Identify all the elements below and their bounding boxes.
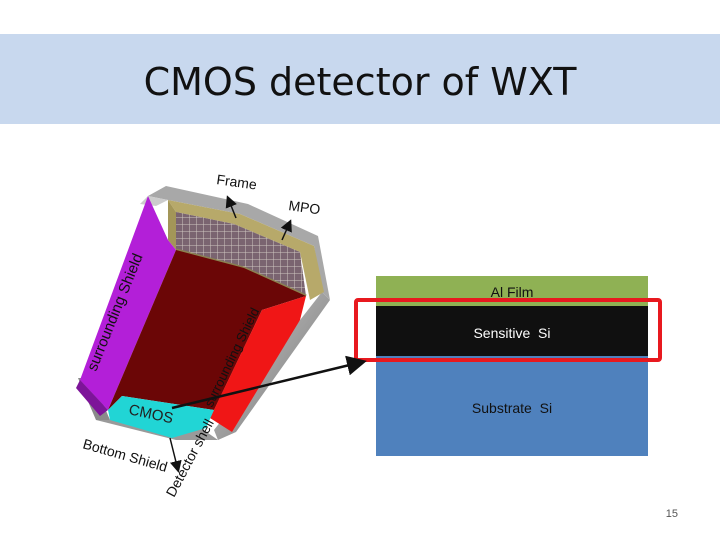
cmos-sensor xyxy=(108,396,214,438)
frame xyxy=(168,200,324,300)
inner-surrounding-shield xyxy=(210,296,306,432)
page-number: 15 xyxy=(665,508,678,520)
mpo-grid xyxy=(176,212,306,296)
mpo-arrow xyxy=(280,219,292,241)
sensitive-si-layer xyxy=(376,306,648,356)
bottom-shield-arrow xyxy=(169,437,182,473)
frame-label: Frame xyxy=(216,171,258,193)
slide-title: CMOS detector of WXT xyxy=(143,60,577,104)
al-film-label: Al Film xyxy=(491,284,534,300)
left-surrounding-shield xyxy=(80,196,176,410)
title-bar: CMOS detector of WXT xyxy=(0,34,720,124)
sensitive-si-label: Sensitive Si xyxy=(473,325,550,341)
substrate-si-label: Substrate Si xyxy=(472,400,552,416)
cmos-to-layers-arrow xyxy=(171,355,367,410)
bottom-shield-label: Bottom Shield xyxy=(81,436,169,475)
inner-cavity xyxy=(108,250,306,410)
substrate-si-layer xyxy=(376,356,648,456)
frame-side xyxy=(168,200,176,250)
mpo-label: MPO xyxy=(288,197,322,217)
frame-arrow xyxy=(225,195,237,219)
highlight-box xyxy=(354,298,662,362)
layer-stack: Al Film Sensitive Si Substrate Si xyxy=(376,276,648,456)
